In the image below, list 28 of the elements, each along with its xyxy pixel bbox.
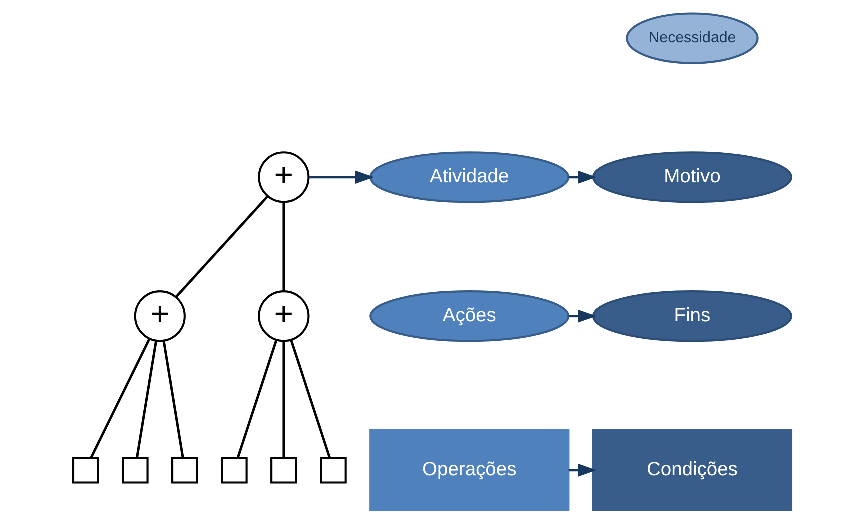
node-box: Operações [370, 429, 570, 512]
arrow [568, 170, 597, 184]
node-box [221, 456, 248, 484]
connector [282, 202, 286, 292]
arrow [568, 310, 597, 323]
connector [290, 340, 332, 458]
node-ellipse: Ações [370, 290, 570, 342]
node-ellipse: Motivo [592, 152, 793, 204]
node-circle: + [258, 152, 310, 204]
arrow [568, 464, 597, 477]
node-ellipse: Atividade [370, 152, 570, 204]
node-circle: + [134, 290, 186, 342]
node-circle: + [258, 290, 310, 342]
connector [136, 341, 158, 458]
connector [236, 340, 278, 458]
connector [282, 341, 286, 458]
node-box: Condições [592, 429, 793, 512]
node-ellipse: Fins [592, 290, 793, 342]
node-ellipse: Necessidade [626, 12, 759, 64]
arrow [308, 170, 374, 184]
node-box [122, 456, 149, 484]
node-box [320, 456, 347, 484]
node-box [270, 456, 298, 484]
connector [90, 338, 151, 458]
connector [162, 341, 184, 458]
node-box [172, 456, 198, 484]
connector [175, 196, 269, 298]
node-box [72, 456, 100, 484]
